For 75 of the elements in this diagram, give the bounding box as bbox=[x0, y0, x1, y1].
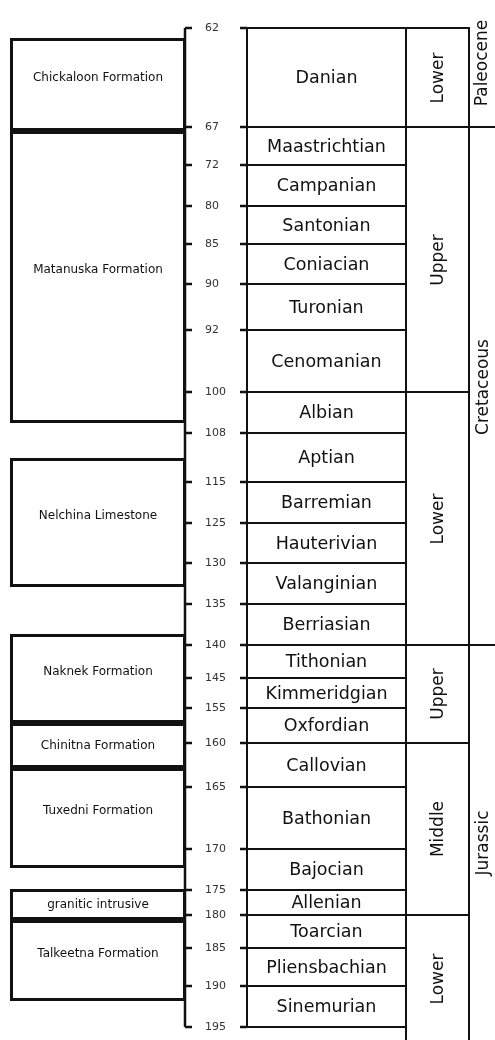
epoch-label: Lower bbox=[427, 953, 448, 1004]
stage-box bbox=[246, 27, 407, 128]
stage-label: Aptian bbox=[298, 447, 355, 468]
stage-label: Valanginian bbox=[275, 573, 378, 594]
tick-label: 108 bbox=[205, 426, 226, 438]
tick-label: 135 bbox=[205, 597, 226, 609]
tick-label: 140 bbox=[205, 638, 226, 650]
stage-label: Tithonian bbox=[285, 651, 368, 672]
stage-label: Bathonian bbox=[281, 807, 372, 829]
stage-box bbox=[246, 985, 407, 1028]
tick-label: 125 bbox=[205, 516, 226, 528]
stage-label: Barremian bbox=[281, 492, 372, 513]
tick-label: 180 bbox=[205, 908, 226, 920]
stage-label: Allenian bbox=[291, 892, 362, 913]
tick-label: 145 bbox=[205, 671, 226, 683]
epoch-box bbox=[405, 27, 470, 128]
tick-label: 190 bbox=[205, 979, 226, 991]
tick-label: 185 bbox=[205, 941, 226, 953]
formation-box bbox=[10, 38, 186, 131]
stage-label: Pliensbachian bbox=[266, 956, 387, 978]
tick-label: 175 bbox=[205, 883, 226, 895]
formation-box bbox=[10, 458, 186, 587]
stage-label: Danian bbox=[295, 67, 358, 88]
formation-box bbox=[10, 131, 186, 423]
formation-label: Naknek Formation bbox=[42, 664, 154, 679]
tick-label: 90 bbox=[205, 277, 219, 289]
stage-label: Maastrichtian bbox=[267, 135, 386, 157]
stage-label: Santonian bbox=[282, 214, 371, 236]
tick-label: 165 bbox=[205, 780, 226, 792]
formation-label: Talkeetna Formation bbox=[36, 946, 160, 961]
tick-label: 67 bbox=[205, 120, 219, 132]
tick-label: 62 bbox=[205, 21, 219, 33]
formation-box bbox=[10, 768, 186, 868]
tick-label: 195 bbox=[205, 1020, 226, 1032]
tick-label: 170 bbox=[205, 842, 226, 854]
stage-label: Callovian bbox=[286, 754, 367, 776]
tick-label: 100 bbox=[205, 385, 226, 397]
formation-box bbox=[10, 723, 186, 768]
tick-label: 155 bbox=[205, 701, 226, 713]
stage-label: Coniacian bbox=[283, 253, 370, 275]
epoch-label: Lower bbox=[427, 52, 448, 103]
tick-label: 115 bbox=[205, 475, 226, 487]
period-label: Paleocene bbox=[471, 19, 492, 107]
tick-label: 160 bbox=[205, 736, 226, 748]
formation-label: Nelchina Limestone bbox=[37, 508, 159, 523]
tick-label: 130 bbox=[205, 556, 226, 568]
stage-label: Campanian bbox=[276, 175, 377, 196]
formation-label: Chickaloon Formation bbox=[32, 70, 164, 85]
stage-label: Cenomanian bbox=[271, 350, 382, 372]
tick-label: 85 bbox=[205, 237, 219, 249]
formation-label: Chinitna Formation bbox=[39, 738, 157, 753]
tick-label: 80 bbox=[205, 199, 219, 211]
stage-label: Bajocian bbox=[289, 859, 364, 880]
period-label: Cretaceous bbox=[472, 339, 493, 435]
stage-label: Kimmeridgian bbox=[265, 682, 388, 704]
stage-label: Sinemurian bbox=[276, 996, 377, 1017]
epoch-label: Upper bbox=[427, 233, 448, 286]
epoch-label: Lower bbox=[427, 493, 448, 544]
epoch-label: Upper bbox=[427, 668, 448, 720]
formation-box bbox=[10, 920, 186, 1001]
formation-label: Tuxedni Formation bbox=[41, 804, 155, 818]
period-label: Jurassic bbox=[472, 810, 493, 876]
stage-label: Berriasian bbox=[282, 614, 371, 635]
stage-label: Toarcian bbox=[290, 921, 363, 942]
stage-label: Turonian bbox=[289, 296, 364, 318]
formation-label: granitic intrusive bbox=[46, 897, 150, 912]
epoch-label: Middle bbox=[427, 800, 448, 858]
stage-label: Oxfordian bbox=[283, 715, 370, 736]
stage-label: Hauterivian bbox=[275, 532, 378, 554]
formation-box bbox=[10, 889, 186, 920]
tick-label: 72 bbox=[205, 158, 219, 170]
stage-label: Albian bbox=[299, 402, 354, 423]
formation-label: Matanuska Formation bbox=[32, 263, 164, 277]
tick-label: 92 bbox=[205, 323, 219, 335]
formation-box bbox=[10, 634, 186, 723]
